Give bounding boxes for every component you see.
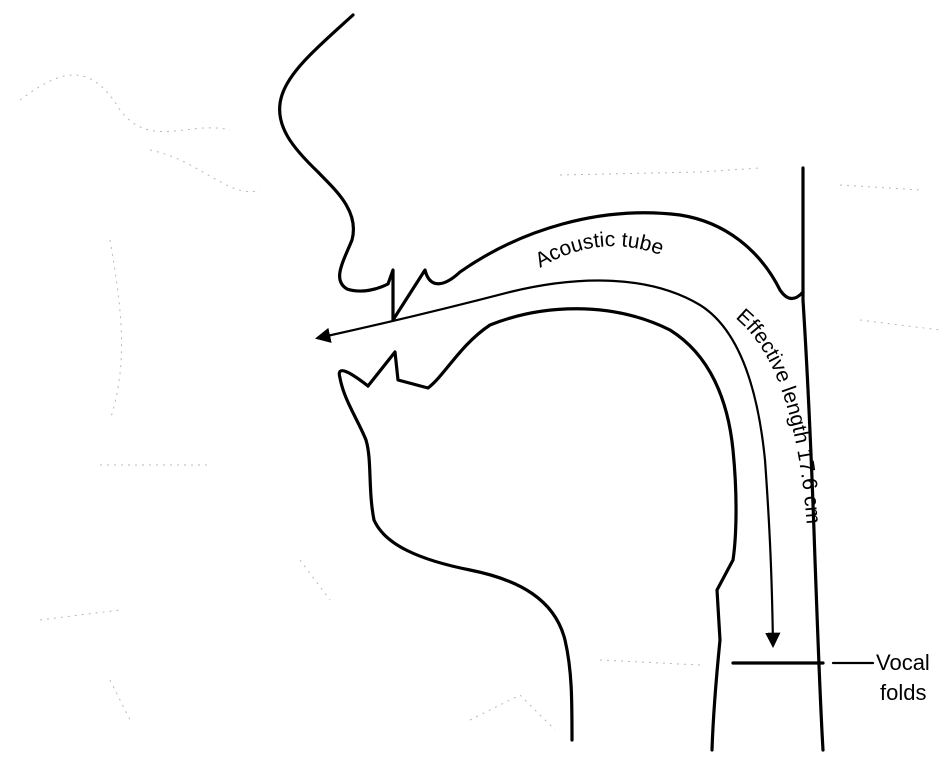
- vocal-folds-label-line1: Vocal: [876, 650, 930, 675]
- acoustic-tube-axis: [318, 281, 773, 645]
- face-profile-lower: [339, 371, 572, 740]
- acoustic-tube-label: Acoustic tube: [531, 228, 666, 272]
- vocal-folds-label-line2: folds: [880, 680, 926, 705]
- effective-length-label: Effective length 17.6 cm: [732, 305, 825, 525]
- face-profile-upper: [280, 15, 803, 320]
- tongue-outline: [368, 309, 736, 750]
